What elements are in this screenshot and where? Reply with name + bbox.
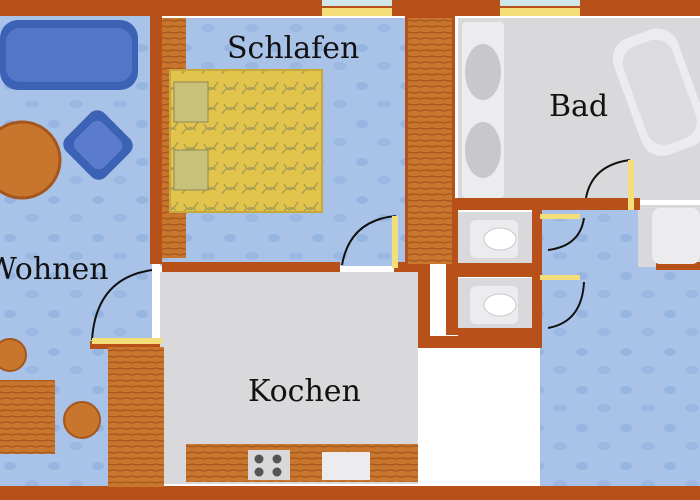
toilet — [470, 286, 518, 324]
windows — [322, 0, 580, 16]
dining-chair — [63, 401, 101, 439]
room-label-bad: Bad — [549, 89, 608, 124]
sofa — [0, 20, 138, 90]
kitchen-counter — [186, 444, 418, 482]
doors — [91, 159, 631, 341]
sink — [652, 208, 700, 264]
room-label-kochen: Kochen — [248, 374, 361, 409]
round-table — [0, 120, 62, 200]
room-label-wohnen: Wohnen — [0, 252, 109, 287]
bathtub — [612, 28, 700, 156]
washbasin-column — [462, 22, 504, 198]
armchair — [63, 110, 133, 180]
dining-chair — [0, 338, 27, 372]
bed — [169, 69, 323, 213]
dining-table — [0, 380, 55, 454]
toilet — [470, 220, 518, 258]
room-label-schlafen: Schlafen — [227, 31, 359, 66]
door-leaves — [92, 160, 634, 344]
